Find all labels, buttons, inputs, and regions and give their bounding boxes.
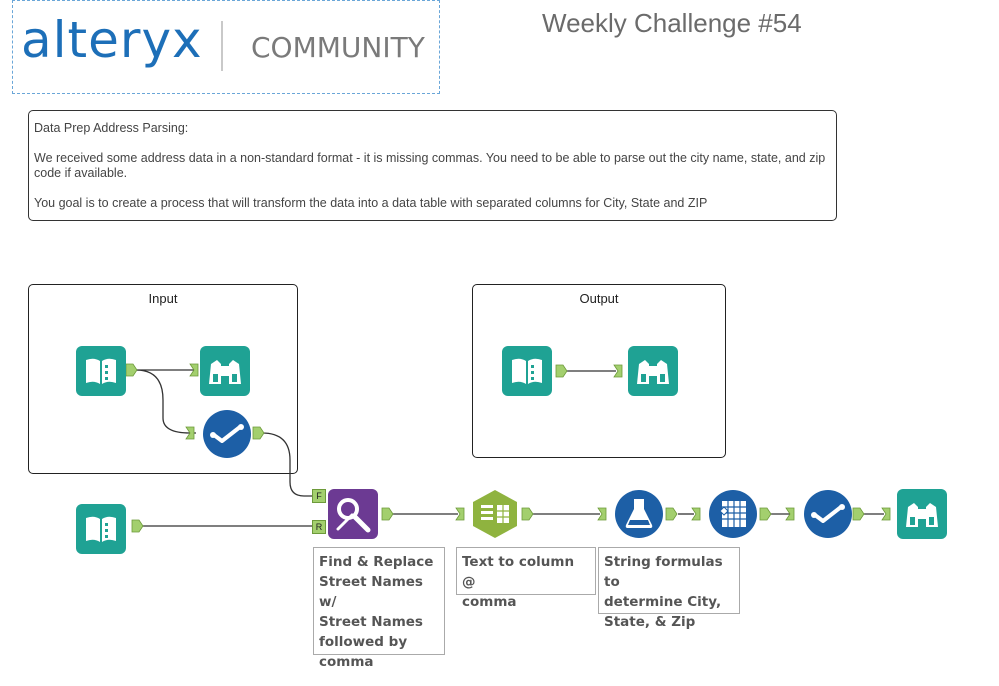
input-container-title: Input — [148, 291, 178, 306]
text-to-columns-icon[interactable] — [470, 489, 520, 539]
page-title: Weekly Challenge #54 — [542, 8, 802, 38]
find-replace-icon[interactable] — [328, 489, 378, 539]
annotation-line: followed by — [319, 634, 408, 650]
annotation-line: State, & Zip — [604, 614, 696, 630]
anchor-out — [852, 507, 865, 521]
anchor-in — [597, 507, 607, 521]
annotation-line: Street Names w/ — [319, 574, 423, 610]
formula-flask-icon[interactable] — [614, 489, 664, 539]
alteryx-wordmark: alteryx — [21, 11, 203, 69]
annotation-line: Text to column @ — [462, 554, 575, 590]
input-container[interactable]: Input — [28, 284, 298, 474]
anchor-out — [125, 363, 138, 377]
anchor-out — [131, 519, 144, 533]
anchor-out — [759, 507, 772, 521]
browse-binoculars-icon[interactable] — [628, 346, 678, 396]
replace-anchor[interactable]: R — [312, 520, 326, 534]
anchor-out — [521, 507, 534, 521]
select-check-icon[interactable] — [202, 409, 252, 459]
connection-input-to-select — [135, 369, 196, 434]
anchor-out — [665, 507, 678, 521]
find-anchor[interactable]: F — [312, 489, 326, 503]
anchor-out — [381, 507, 394, 521]
annotation-line: comma — [462, 594, 517, 610]
annotation-line: Street Names — [319, 614, 423, 630]
browse-binoculars-icon[interactable] — [897, 489, 947, 539]
input-data-book-icon[interactable] — [76, 504, 126, 554]
formula-annotation[interactable]: String formulas to determine City, State… — [598, 547, 740, 630]
text-to-column-annotation[interactable]: Text to column @ comma — [456, 547, 596, 610]
description-paragraph-2: You goal is to create a process that wil… — [34, 196, 708, 210]
community-wordmark: COMMUNITY — [251, 31, 425, 64]
connection-select-to-find — [261, 432, 316, 497]
anchor-out — [555, 364, 568, 378]
anchor-in — [455, 507, 465, 521]
anchor-in — [785, 507, 795, 521]
select-check-icon[interactable] — [803, 489, 853, 539]
anchor-in — [185, 426, 195, 440]
annotation-line: String formulas to — [604, 554, 723, 590]
annotation-line: comma — [319, 654, 374, 670]
input-data-book-icon[interactable] — [502, 346, 552, 396]
output-container[interactable]: Output — [472, 284, 726, 458]
anchor-out — [252, 426, 265, 440]
description-comment[interactable]: Data Prep Address Parsing: We received s… — [28, 110, 837, 221]
anchor-in — [189, 363, 199, 377]
description-paragraph-1: We received some address data in a non-s… — [34, 151, 826, 180]
anchor-in — [881, 507, 891, 521]
input-data-book-icon[interactable] — [76, 346, 126, 396]
anchor-in — [691, 507, 701, 521]
annotation-line: determine City, — [604, 594, 722, 610]
browse-binoculars-icon[interactable] — [200, 346, 250, 396]
alteryx-community-logo: alteryx COMMUNITY — [12, 0, 440, 94]
logo-separator — [221, 21, 223, 71]
description-heading: Data Prep Address Parsing: — [34, 121, 189, 135]
annotation-line: Find & Replace — [319, 554, 434, 570]
anchor-in — [613, 364, 623, 378]
find-replace-annotation[interactable]: Find & Replace Street Names w/ Street Na… — [313, 547, 445, 670]
output-container-title: Output — [579, 291, 619, 306]
multi-field-formula-icon[interactable] — [708, 489, 758, 539]
